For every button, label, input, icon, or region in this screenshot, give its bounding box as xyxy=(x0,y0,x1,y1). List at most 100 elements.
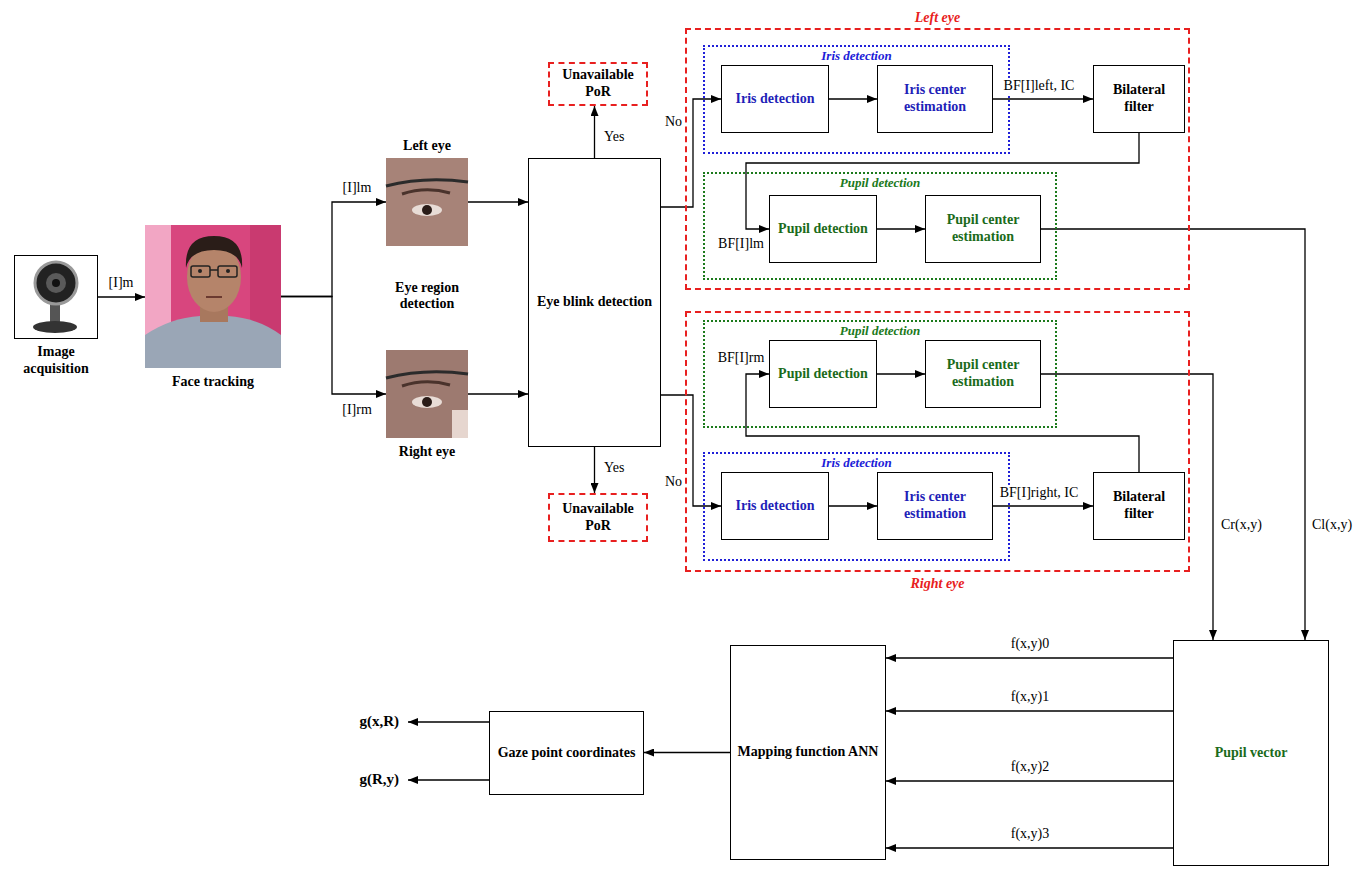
face-photo xyxy=(145,225,281,368)
glasses-frame xyxy=(386,372,468,378)
box-label: Iris detection xyxy=(732,498,819,515)
stage-group: Iris detectionIris detectionIris center … xyxy=(703,452,1010,561)
shirt xyxy=(145,316,281,368)
box-label: Unavailable PoR xyxy=(550,67,646,101)
connector-arrow xyxy=(877,228,925,229)
box-label: Iris center estimation xyxy=(878,82,992,116)
glasses xyxy=(210,269,218,271)
output-label: g(x,R) xyxy=(358,713,400,730)
box-label: Pupil vector xyxy=(1211,745,1292,762)
signal-label: BF[I]lm xyxy=(717,236,765,252)
stage-label: Eye region detection xyxy=(380,280,474,312)
mouth xyxy=(206,296,222,298)
connector-arrow xyxy=(468,201,528,202)
pupil-dot xyxy=(198,269,202,273)
eye-white xyxy=(412,204,442,216)
connector-arrow xyxy=(886,847,1173,848)
terminal-box: Unavailable PoR xyxy=(548,493,648,542)
filter-box: Bilateral filter xyxy=(1093,472,1185,540)
box-label: Eye blink detection xyxy=(533,294,656,311)
box-label: Bilateral filter xyxy=(1094,489,1184,523)
signal-label: [I]lm xyxy=(342,180,373,196)
box-label: Pupil center estimation xyxy=(926,212,1040,246)
caption-label: Face tracking xyxy=(145,374,281,391)
glasses xyxy=(191,266,210,277)
signal-label: f(x,y)1 xyxy=(1010,689,1051,705)
signal-label: [I]m xyxy=(108,275,135,291)
glasses-frame xyxy=(386,180,468,186)
light-patch xyxy=(452,410,468,438)
connector-arrow xyxy=(594,447,595,493)
signal-label: [I]rm xyxy=(341,402,373,418)
process-box: Pupil center estimation xyxy=(925,340,1041,408)
eye-image: Left eye xyxy=(386,158,468,246)
connector-arrow xyxy=(886,780,1173,781)
connector-arrow xyxy=(1041,229,1305,640)
terminal-box: Unavailable PoR xyxy=(548,62,648,106)
box-label: Pupil center estimation xyxy=(926,357,1040,391)
output-arrow xyxy=(408,721,489,722)
webcam-lens xyxy=(46,273,66,293)
webcam-lens-center xyxy=(52,279,60,287)
signal-label: Yes xyxy=(603,129,625,145)
signal-label: Cr(x,y) xyxy=(1220,517,1263,533)
connector-arrow xyxy=(1041,374,1213,640)
pupil-dot xyxy=(226,269,230,273)
face-image: Face tracking xyxy=(145,225,281,368)
connector-arrow xyxy=(993,98,1093,99)
group-title: Iris detection xyxy=(705,48,1008,64)
output-arrow xyxy=(408,779,489,780)
process-box: Pupil detection xyxy=(769,195,877,263)
iris xyxy=(422,397,432,407)
connector-arrow xyxy=(98,296,145,297)
hair xyxy=(186,236,242,268)
stage-group: Pupil detectionPupil detectionPupil cent… xyxy=(703,172,1057,280)
filter-box: Bilateral filter xyxy=(1093,65,1185,133)
eyebrow xyxy=(402,190,450,194)
signal-label: BF[I]right, IC xyxy=(999,485,1080,501)
connector-arrow xyxy=(877,373,925,374)
process-box: Pupil center estimation xyxy=(925,195,1041,263)
caption-label: Left eye xyxy=(399,138,455,155)
connector-arrow xyxy=(829,98,877,99)
group-title: Pupil detection xyxy=(705,323,1055,339)
right-eye-photo xyxy=(386,350,468,438)
connector-arrow xyxy=(993,505,1093,506)
connector-arrow xyxy=(661,395,721,506)
process-box: Iris center estimation xyxy=(877,65,993,133)
signal-label: BF[I]left, IC xyxy=(1003,78,1076,94)
box-label: Pupil detection xyxy=(774,221,872,238)
signal-label: Cl(x,y) xyxy=(1311,517,1353,533)
process-box: Iris center estimation xyxy=(877,472,993,540)
box-label: Iris center estimation xyxy=(878,489,992,523)
webcam-base xyxy=(33,321,77,333)
webcam-box: Image acquisition xyxy=(14,255,98,339)
box-label: Iris detection xyxy=(732,91,819,108)
output-box: Gaze point coordinates xyxy=(489,711,644,795)
group-title: Iris detection xyxy=(705,455,1008,471)
webcam-ring xyxy=(35,262,77,304)
caption-label: Image acquisition xyxy=(15,344,97,378)
stage-group: Iris detectionIris detectionIris center … xyxy=(703,45,1010,154)
process-box: Mapping function ANN xyxy=(730,645,886,860)
process-box: Iris detection xyxy=(721,472,829,540)
connector-arrow xyxy=(281,202,386,297)
connector-arrow xyxy=(829,505,877,506)
eye-image: Right eye xyxy=(386,350,468,438)
caption-label: Left eye xyxy=(911,10,964,27)
skin xyxy=(386,350,468,438)
connector-arrow xyxy=(281,297,386,395)
left-eye-photo xyxy=(386,158,468,246)
connector-arrow xyxy=(594,106,595,158)
eyebrow xyxy=(402,382,450,386)
signal-label: No xyxy=(664,114,683,130)
signal-label: Yes xyxy=(603,460,625,476)
vector-box: Pupil vector xyxy=(1173,640,1329,866)
box-label: Bilateral filter xyxy=(1094,82,1184,116)
connector-arrow xyxy=(886,657,1173,658)
process-box: Iris detection xyxy=(721,65,829,133)
eye-white xyxy=(412,396,442,408)
signal-label: BF[I]rm xyxy=(717,350,766,366)
connector-arrow xyxy=(886,710,1173,711)
connector-arrow xyxy=(468,393,528,394)
